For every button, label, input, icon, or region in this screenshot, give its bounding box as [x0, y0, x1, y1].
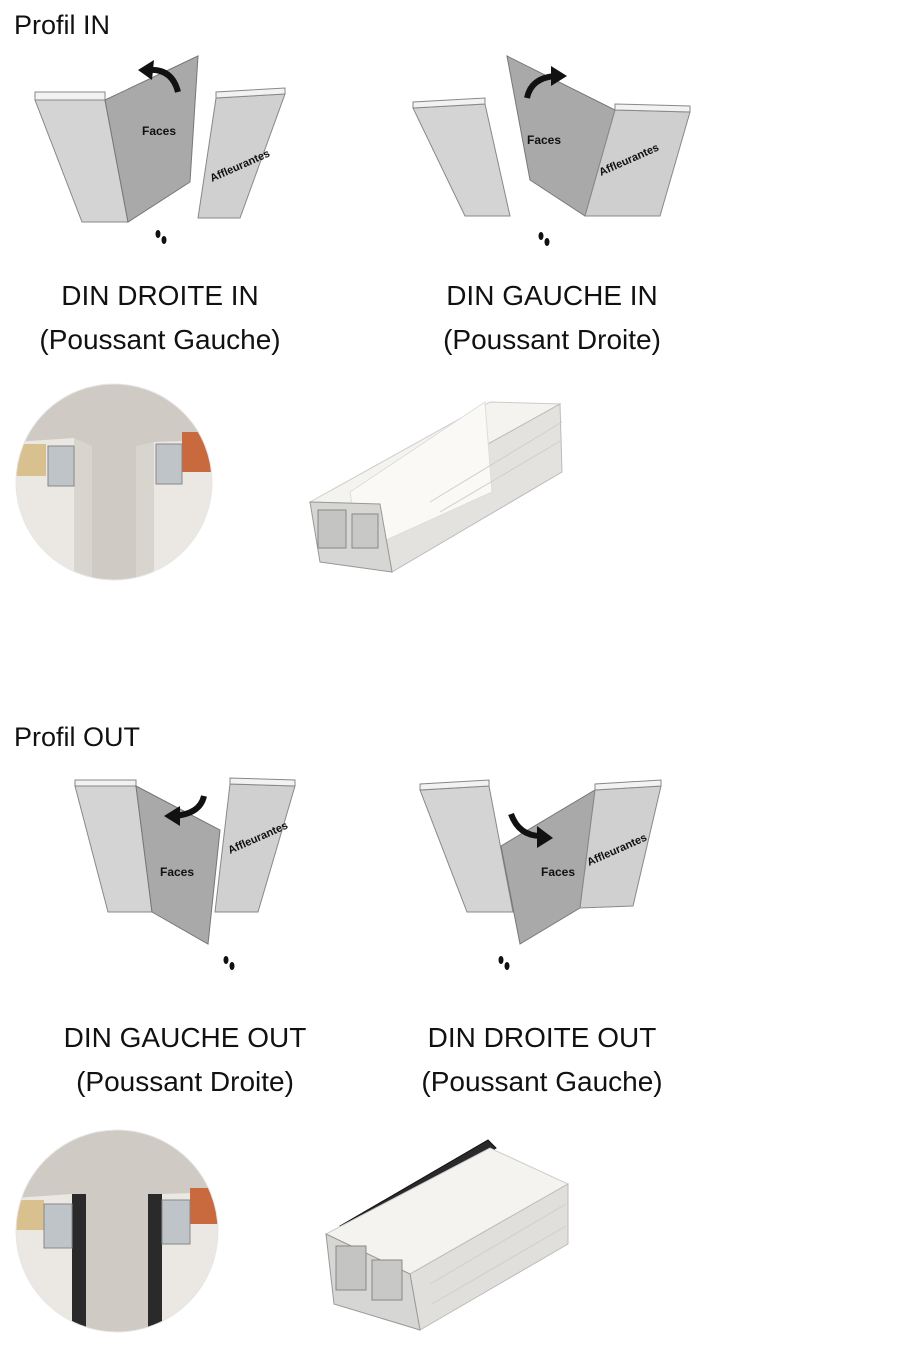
section-title-profil-out: Profil OUT: [14, 722, 141, 752]
faces-label: Faces: [142, 124, 176, 138]
footprint-icon: [223, 956, 229, 964]
caption-din-droite-out: DIN DROITE OUT (Poussant Gauche): [392, 1016, 692, 1104]
profile-out-detail-photo: [15, 1129, 219, 1333]
caption-din-gauche-in: DIN GAUCHE IN (Poussant Droite): [402, 274, 702, 362]
caption-line1: DIN DROITE OUT: [427, 1022, 657, 1053]
door-diagram-din-droite-in: Faces Affleurantes: [34, 55, 286, 244]
arrow-head: [138, 60, 154, 80]
arrow-head: [537, 826, 553, 848]
panel-top-edge-right: [229, 777, 296, 787]
panel-right-flush: [197, 93, 286, 219]
footprint-icon: [544, 238, 550, 246]
panel-left-fixed: [419, 785, 514, 913]
door-diagram-din-gauche-out: Faces Affleurantes: [74, 777, 296, 970]
caption-line2: (Poussant Gauche): [39, 324, 281, 355]
panel-left-fixed: [412, 103, 511, 217]
panel-top-edge-right: [614, 103, 691, 113]
panel-leaf-face: [135, 785, 221, 945]
door-diagram-din-gauche-in: Faces Affleurantes: [412, 55, 691, 246]
panel-top-edge: [34, 91, 106, 101]
section-title-profil-in: Profil IN: [14, 10, 111, 40]
arrow-head: [551, 66, 567, 86]
footprint-icon: [538, 232, 544, 240]
profile-out-extrusion-render: [324, 1139, 570, 1331]
caption-line2: (Poussant Gauche): [421, 1066, 663, 1097]
caption-line1: DIN GAUCHE IN: [446, 280, 658, 311]
panel-top-edge: [412, 97, 486, 109]
caption-line2: (Poussant Droite): [76, 1066, 294, 1097]
panel-top-edge-right: [594, 779, 662, 791]
footprint-icon: [498, 956, 504, 964]
footprint-icon: [504, 962, 510, 970]
caption-line1: DIN DROITE IN: [61, 280, 259, 311]
profile-in-extrusion-render: [308, 401, 563, 573]
caption-din-gauche-out: DIN GAUCHE OUT (Poussant Droite): [35, 1016, 335, 1104]
faces-label: Faces: [541, 865, 575, 879]
faces-label: Faces: [160, 865, 194, 879]
door-diagram-din-droite-out: Faces Affleurantes: [419, 779, 662, 970]
profile-in-detail-photo: [15, 383, 213, 581]
caption-line2: (Poussant Droite): [443, 324, 661, 355]
caption-din-droite-in: DIN DROITE IN (Poussant Gauche): [10, 274, 310, 362]
footprint-icon: [155, 230, 161, 238]
faces-label: Faces: [527, 133, 561, 147]
footprint-icon: [161, 236, 167, 244]
panel-top-edge: [419, 779, 490, 791]
panel-top-edge-right: [215, 87, 286, 99]
panel-top-edge: [74, 779, 137, 787]
arrow-head: [164, 806, 180, 826]
caption-line1: DIN GAUCHE OUT: [63, 1022, 307, 1053]
footprint-icon: [229, 962, 235, 970]
